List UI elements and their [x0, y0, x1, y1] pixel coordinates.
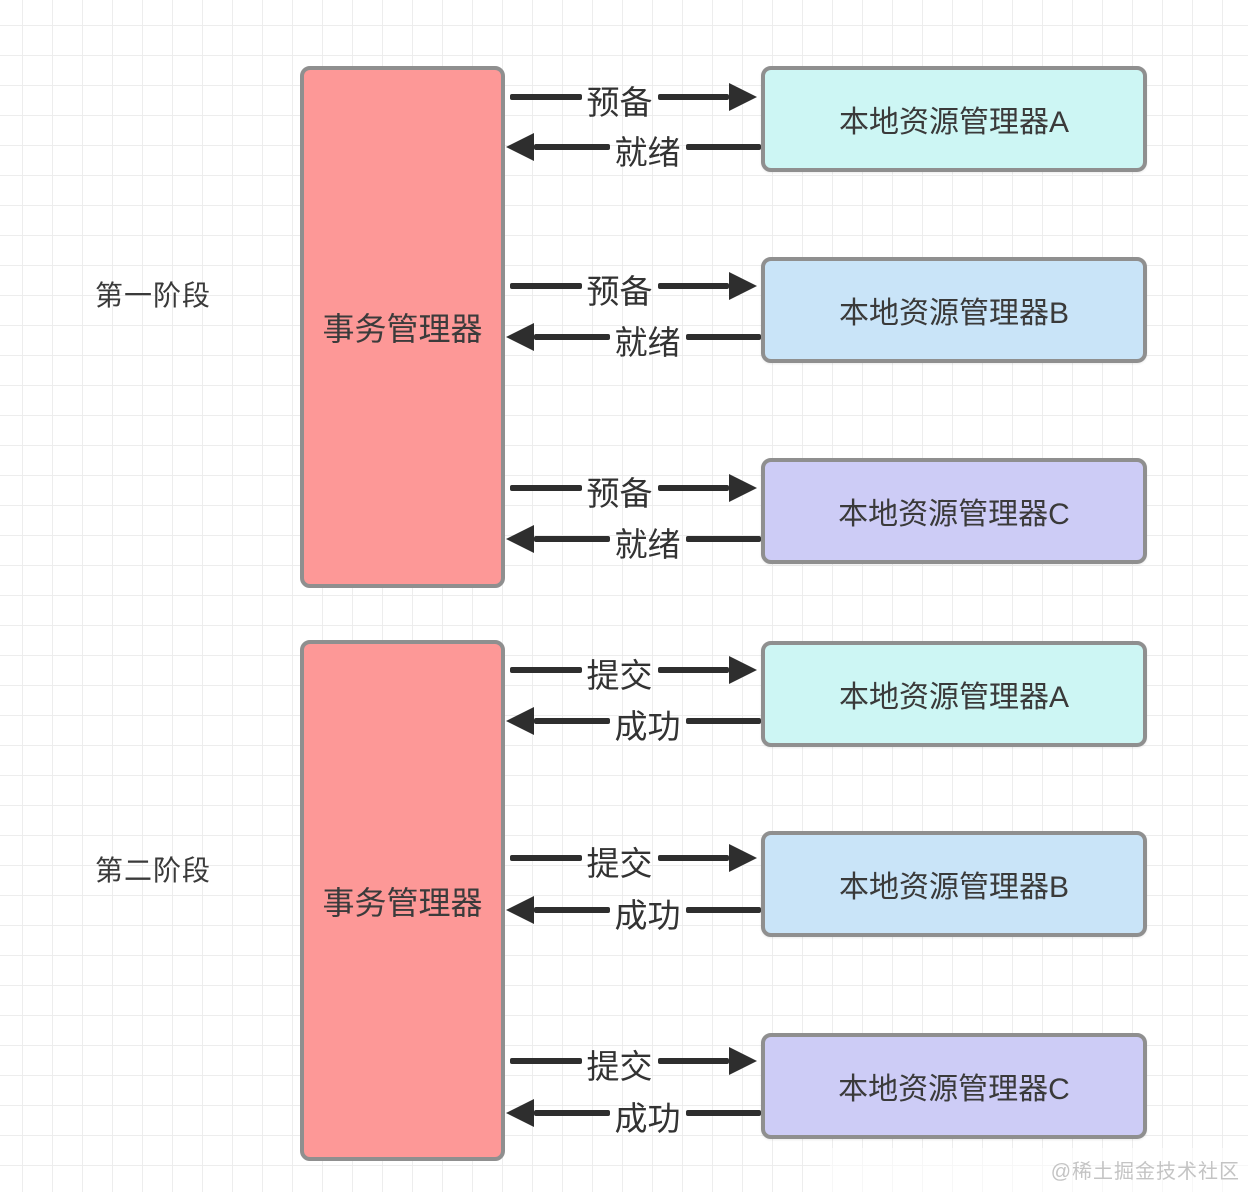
- arrow-line: [534, 718, 610, 724]
- arrow-line: [685, 1110, 761, 1116]
- resource-label: 本地资源管理器B: [838, 871, 1069, 904]
- arrow-line: [657, 855, 729, 861]
- arrow-line: [685, 536, 761, 542]
- resource-box-a-phase2: 本地资源管理器A: [761, 641, 1147, 747]
- resource-box-c-phase1: 本地资源管理器C: [761, 458, 1147, 564]
- phase-1-label: 第一阶段: [95, 280, 212, 311]
- arrow-line: [534, 536, 610, 542]
- arrow-success-from-c: 成功: [506, 1091, 761, 1137]
- arrow-label: 提交: [586, 657, 653, 694]
- arrow-label: 提交: [586, 1048, 653, 1085]
- arrow-line: [685, 144, 761, 150]
- arrow-line: [534, 1110, 610, 1116]
- arrow-line: [510, 855, 582, 861]
- transaction-manager-box-phase1: 事务管理器: [300, 66, 505, 588]
- transaction-manager-box-phase2: 事务管理器: [300, 640, 505, 1161]
- resource-label: 本地资源管理器A: [838, 681, 1069, 714]
- arrowhead-right-icon: [729, 844, 757, 872]
- arrow-prepare-to-c: 预备: [510, 466, 757, 512]
- arrow-line: [685, 334, 761, 340]
- arrow-line: [657, 485, 729, 491]
- arrowhead-left-icon: [506, 525, 534, 553]
- arrow-ready-from-a: 就绪: [506, 125, 761, 171]
- arrow-commit-to-a: 提交: [510, 648, 757, 694]
- arrow-line: [657, 94, 729, 100]
- arrow-line: [657, 667, 729, 673]
- resource-label: 本地资源管理器B: [838, 297, 1069, 330]
- arrow-ready-from-b: 就绪: [506, 315, 761, 361]
- arrow-line: [685, 718, 761, 724]
- arrowhead-right-icon: [729, 474, 757, 502]
- transaction-manager-label: 事务管理器: [322, 884, 483, 921]
- arrow-label: 预备: [586, 84, 653, 121]
- arrow-prepare-to-b: 预备: [510, 264, 757, 310]
- arrow-commit-to-b: 提交: [510, 836, 757, 882]
- arrow-label: 成功: [614, 897, 681, 934]
- arrow-label: 就绪: [614, 526, 681, 563]
- arrow-label: 成功: [614, 708, 681, 745]
- arrowhead-right-icon: [729, 83, 757, 111]
- transaction-manager-label: 事务管理器: [322, 311, 483, 347]
- resource-box-b-phase1: 本地资源管理器B: [761, 257, 1147, 363]
- resource-label: 本地资源管理器C: [838, 498, 1070, 531]
- arrow-line: [510, 283, 582, 289]
- arrow-line: [534, 144, 610, 150]
- resource-box-b-phase2: 本地资源管理器B: [761, 831, 1147, 937]
- arrow-ready-from-c: 就绪: [506, 517, 761, 563]
- arrow-label: 就绪: [614, 324, 681, 361]
- arrow-prepare-to-a: 预备: [510, 75, 757, 121]
- arrowhead-left-icon: [506, 1099, 534, 1127]
- arrowhead-left-icon: [506, 707, 534, 735]
- arrow-label: 预备: [586, 273, 653, 310]
- arrow-label: 成功: [614, 1100, 681, 1137]
- watermark-text: @稀土掘金技术社区: [1050, 1161, 1240, 1183]
- phase-2-label: 第二阶段: [95, 855, 212, 886]
- arrow-label: 提交: [586, 845, 653, 882]
- arrow-line: [510, 667, 582, 673]
- arrow-label: 预备: [586, 475, 653, 512]
- arrow-commit-to-c: 提交: [510, 1039, 757, 1085]
- arrow-line: [657, 1058, 729, 1064]
- arrowhead-left-icon: [506, 133, 534, 161]
- resource-box-a-phase1: 本地资源管理器A: [761, 66, 1147, 172]
- arrowhead-left-icon: [506, 896, 534, 924]
- arrow-label: 就绪: [614, 134, 681, 171]
- arrowhead-left-icon: [506, 323, 534, 351]
- arrow-line: [510, 94, 582, 100]
- watermark-backdrop: [830, 1148, 1248, 1192]
- arrow-line: [534, 907, 610, 913]
- arrow-line: [510, 485, 582, 491]
- arrow-success-from-b: 成功: [506, 888, 761, 934]
- arrowhead-right-icon: [729, 272, 757, 300]
- resource-box-c-phase2: 本地资源管理器C: [761, 1033, 1147, 1139]
- arrow-line: [534, 334, 610, 340]
- arrow-line: [510, 1058, 582, 1064]
- arrow-line: [657, 283, 729, 289]
- resource-label: 本地资源管理器C: [838, 1073, 1070, 1106]
- arrowhead-right-icon: [729, 1047, 757, 1075]
- resource-label: 本地资源管理器A: [838, 106, 1069, 139]
- arrow-line: [685, 907, 761, 913]
- arrow-success-from-a: 成功: [506, 699, 761, 745]
- arrowhead-right-icon: [729, 656, 757, 684]
